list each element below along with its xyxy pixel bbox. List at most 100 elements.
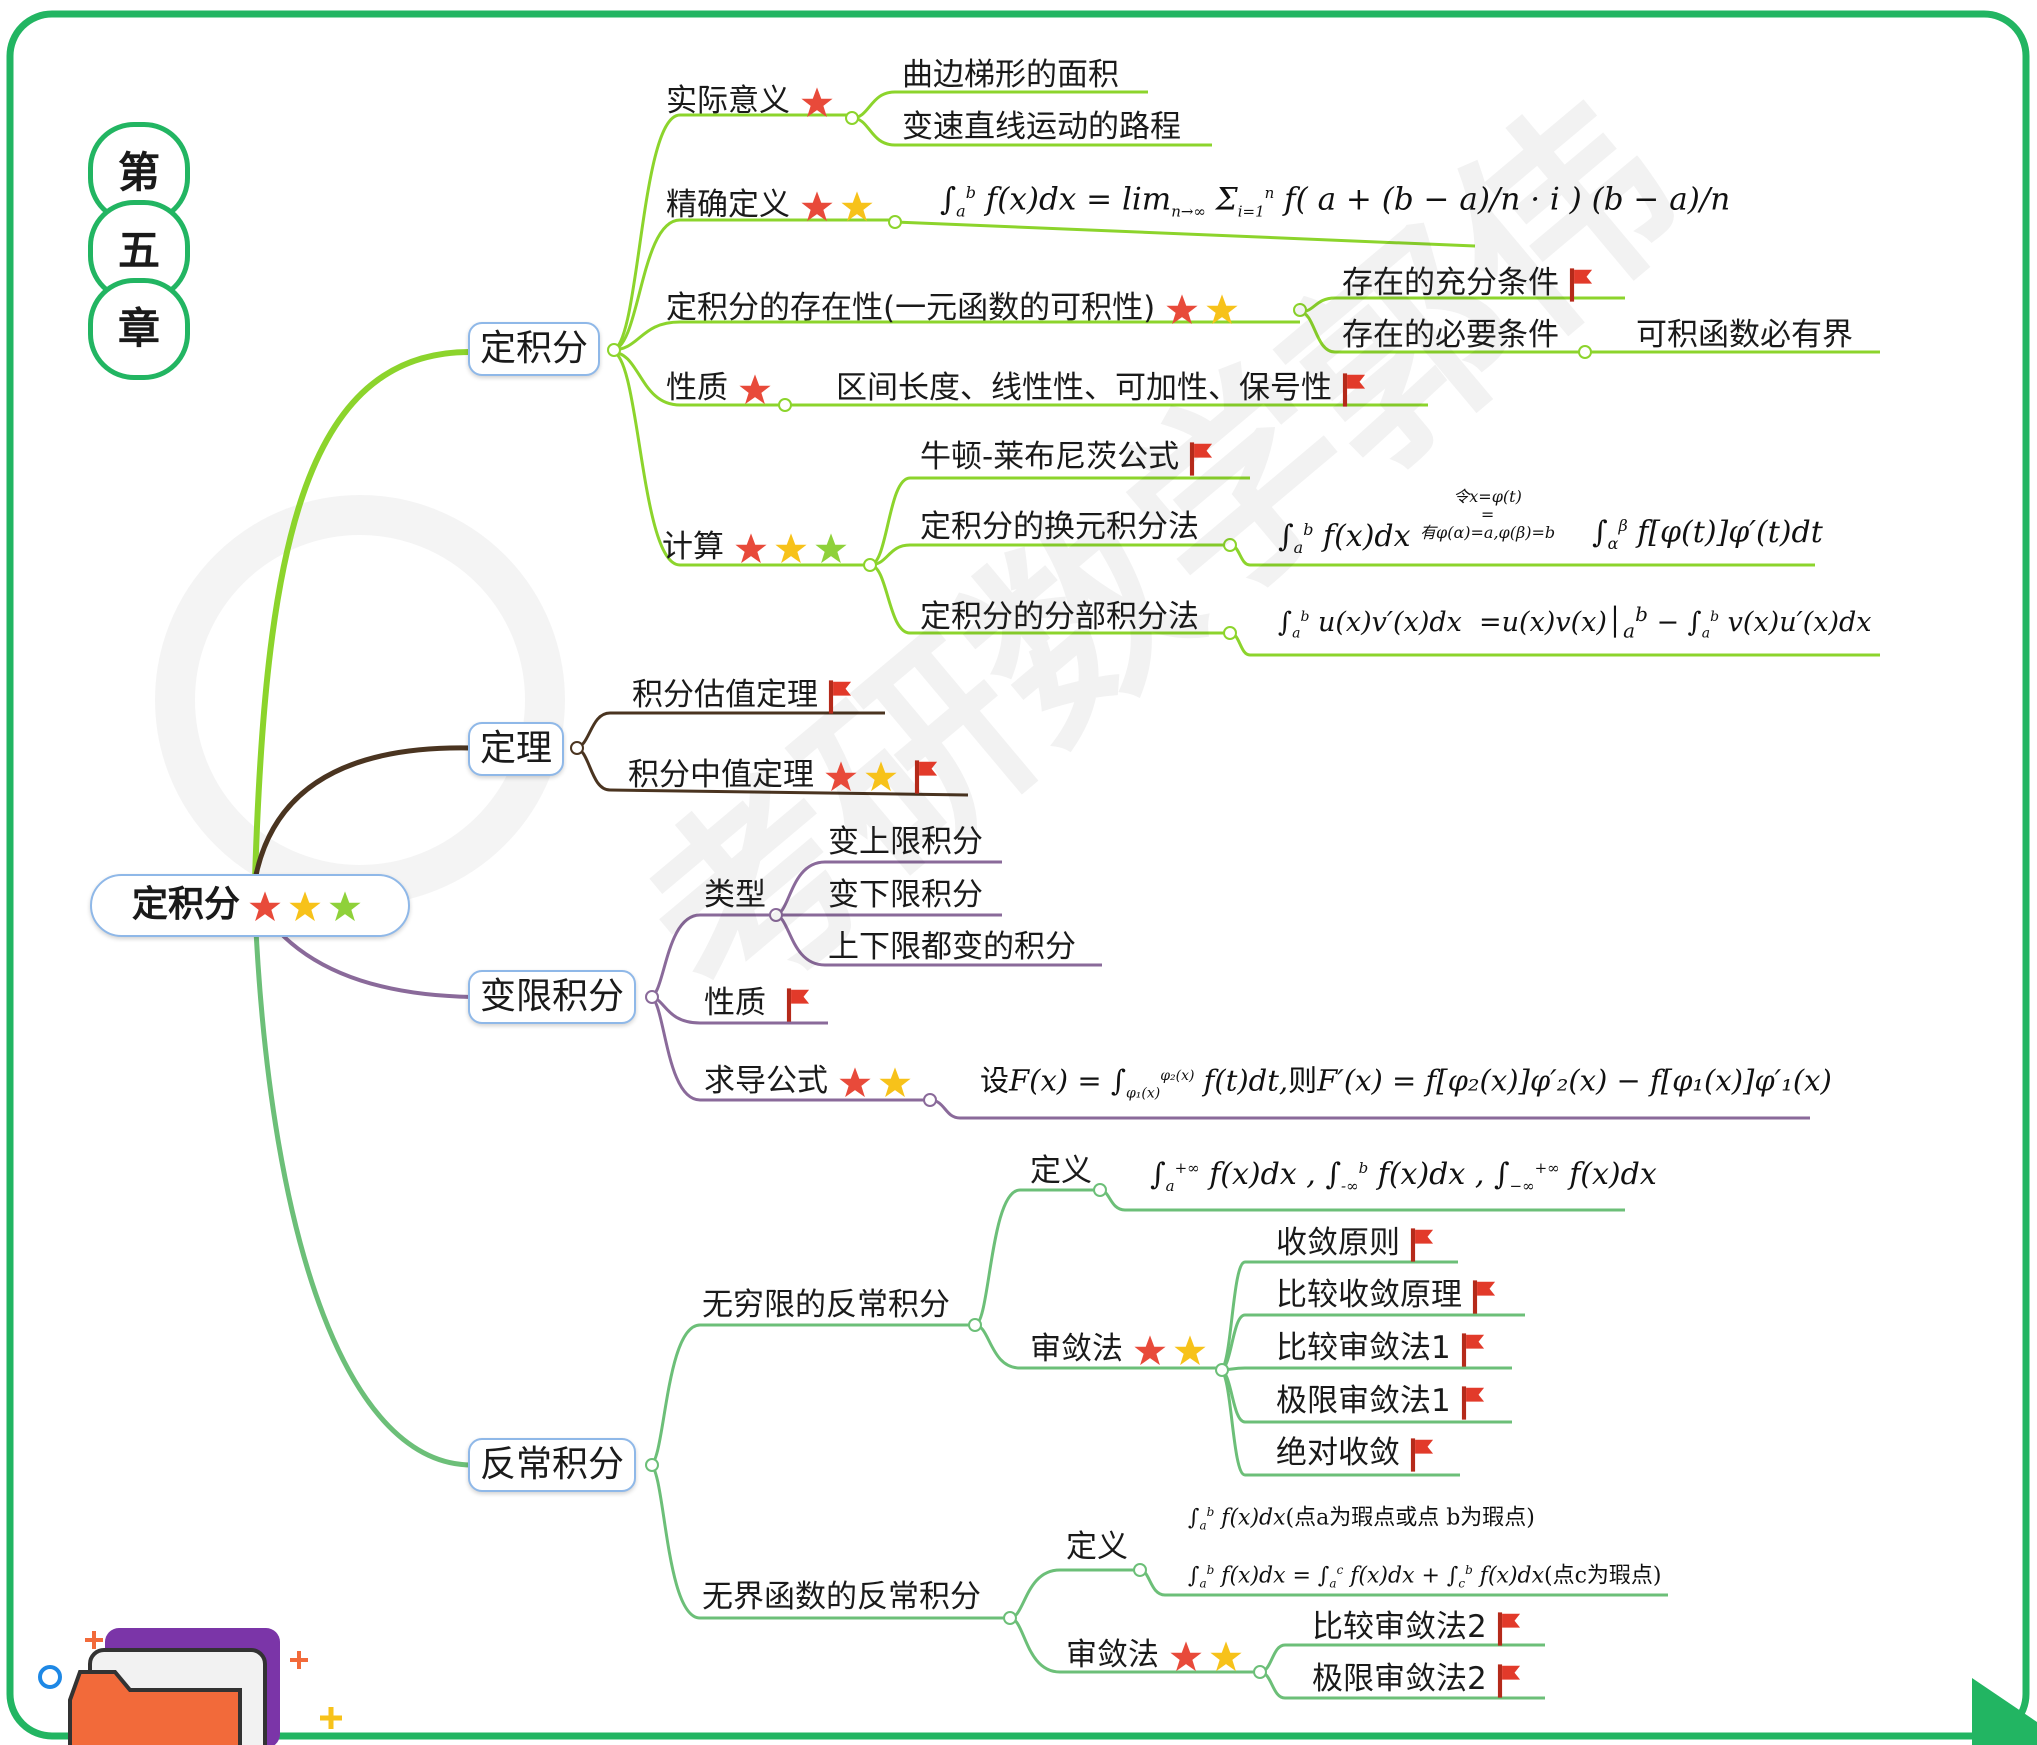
leaf-jixian1-label: 极限审敛法1 [1276, 1383, 1451, 1419]
chapter-char-3: 章 [88, 278, 190, 380]
node-wq-shenlian-label: 审敛法 [1030, 1331, 1123, 1367]
root-label: 定积分 [132, 884, 241, 925]
leaf-xingzhi-text[interactable]: 区间长度、线性性、可加性、保号性 [836, 369, 1368, 408]
node-dingli[interactable]: 定理 [468, 722, 565, 776]
formula-substitution-rhs: ∫αβ f[φ(t)]φ′(t)dt [1592, 515, 1823, 553]
red-star-icon [1166, 293, 1198, 324]
leaf-jixian2[interactable]: 极限审敛法2 [1312, 1660, 1523, 1699]
formula-unbounded-2-note: (点c为瑕点) [1544, 1563, 1662, 1589]
node-qiudao-label: 求导公式 [704, 1063, 828, 1099]
formula-unbounded-2: ∫ab f(x)dx = ∫ac f(x)dx + ∫cb f(x)dx(点c为… [1188, 1563, 1662, 1591]
root-stars [248, 877, 368, 935]
node-dingjifen[interactable]: 定积分 [468, 322, 601, 376]
yellow-star-icon [841, 190, 873, 221]
node-xingzhi[interactable]: 性质 [666, 369, 778, 407]
node-shiji[interactable]: 实际意义 [666, 82, 840, 120]
node-wj-shenlian[interactable]: 审敛法 [1066, 1636, 1249, 1674]
leaf-huanyuan[interactable]: 定积分的换元积分法 [920, 509, 1199, 545]
flag-icon [786, 987, 810, 1022]
yellow-star-icon [1174, 1334, 1206, 1365]
node-bx-xingzhi[interactable]: 性质 [704, 984, 812, 1023]
leaf-guzhi[interactable]: 积分估值定理 [632, 676, 854, 715]
red-star-icon [735, 532, 767, 563]
node-qiudao[interactable]: 求导公式 [704, 1062, 918, 1100]
red-star-icon [801, 190, 833, 221]
flag-icon [1410, 1227, 1434, 1262]
leaf-mianji[interactable]: 曲边梯形的面积 [902, 57, 1119, 93]
leaf-bianxia[interactable]: 变下限积分 [828, 877, 983, 913]
node-wj-dingyi[interactable]: 定义 [1066, 1529, 1128, 1565]
leaf-bijiao1[interactable]: 比较审敛法1 [1276, 1329, 1487, 1368]
node-jisuan[interactable]: 计算 [662, 528, 854, 566]
node-jingque[interactable]: 精确定义 [666, 186, 880, 224]
formula-unbounded-1-note: (点a为瑕点或点 b为瑕点) [1285, 1505, 1535, 1531]
leaf-bijiao2[interactable]: 比较审敛法2 [1312, 1608, 1523, 1647]
leaf-jixian2-label: 极限审敛法2 [1312, 1661, 1487, 1697]
leaf-guzhi-label: 积分估值定理 [632, 677, 818, 713]
flag-icon [1569, 267, 1593, 302]
node-wujie[interactable]: 无界函数的反常积分 [702, 1579, 981, 1615]
leaf-dubian[interactable]: 上下限都变的积分 [828, 929, 1076, 965]
leaf-juedui-label: 绝对收敛 [1276, 1435, 1400, 1471]
node-cunzai-label: 定积分的存在性(一元函数的可积性) [666, 290, 1156, 326]
leaf-jixian1[interactable]: 极限审敛法1 [1276, 1382, 1487, 1421]
leaf-bijiao-yuanli[interactable]: 比较收敛原理 [1276, 1276, 1498, 1315]
watermark-logo [155, 495, 565, 905]
frame-border [6, 10, 2030, 1740]
branch-fanchang [252, 909, 473, 1468]
node-wj-shenlian-label: 审敛法 [1066, 1637, 1159, 1673]
yellow-star-icon [865, 760, 897, 791]
branch-dingli [252, 745, 473, 881]
leaf-biyao[interactable]: 存在的必要条件 [1342, 317, 1559, 353]
yellow-star-icon [879, 1066, 911, 1097]
flag-icon [1461, 1385, 1484, 1420]
formula-unbounded-1: ∫ab f(x)dx(点a为瑕点或点 b为瑕点) [1188, 1505, 1535, 1533]
leaf-bound[interactable]: 可积函数必有界 [1636, 317, 1853, 353]
leaf-bijiao2-label: 比较审敛法2 [1312, 1609, 1487, 1645]
root-node[interactable]: 定积分 [90, 874, 411, 937]
leaf-chongfen-label: 存在的充分条件 [1342, 265, 1559, 301]
node-wq-dingyi[interactable]: 定义 [1030, 1153, 1092, 1189]
red-star-icon [249, 891, 281, 922]
leaf-newton[interactable]: 牛顿-莱布尼茨公式 [920, 438, 1215, 477]
leaf-chongfen[interactable]: 存在的充分条件 [1342, 264, 1595, 303]
red-star-icon [739, 373, 771, 404]
node-cunzai[interactable]: 定积分的存在性(一元函数的可积性) [666, 289, 1245, 327]
node-wuqiong[interactable]: 无穷限的反常积分 [702, 1287, 950, 1323]
formula-definition: ∫ab f(x)dx = limn→∞ Σi=1n f( a + (b − a)… [940, 181, 1731, 221]
flag-icon [1410, 1437, 1434, 1472]
red-star-icon [839, 1066, 871, 1097]
flag-icon [1190, 441, 1213, 476]
flag-icon [1497, 1663, 1520, 1698]
leaf-shoulian-label: 收敛原则 [1276, 1225, 1400, 1261]
node-fanchang[interactable]: 反常积分 [468, 1438, 637, 1492]
formula-infinite: ∫a+∞ f(x)dx , ∫-∞b f(x)dx , ∫−∞+∞ f(x)dx [1150, 1157, 1657, 1195]
yellow-star-icon [1206, 293, 1238, 324]
node-leixing[interactable]: 类型 [704, 877, 766, 913]
node-bx-xingzhi-label: 性质 [704, 985, 766, 1021]
corner-decoration [1972, 1678, 2037, 1745]
node-shiji-label: 实际意义 [666, 83, 790, 119]
leaf-zhongzhi-label: 积分中值定理 [628, 757, 814, 793]
green-star-icon [815, 532, 847, 563]
leaf-zhongzhi[interactable]: 积分中值定理 [628, 756, 940, 795]
leaf-bianshang[interactable]: 变上限积分 [828, 824, 983, 860]
formula-substitution-mid: 令x=φ(t)=有φ(α)=a,φ(β)=b [1420, 487, 1556, 542]
flag-icon [828, 679, 852, 714]
node-bianxian[interactable]: 变限积分 [468, 970, 637, 1024]
node-wq-shenlian[interactable]: 审敛法 [1030, 1330, 1213, 1368]
red-star-icon [801, 86, 833, 117]
formula-derivative: 设F(x) = ∫φ₁(x)φ₂(x) f(t)dt,则F′(x) = f[φ₂… [980, 1063, 1832, 1102]
flag-icon [1497, 1611, 1520, 1646]
flag-icon [1461, 1332, 1484, 1367]
leaf-luchen[interactable]: 变速直线运动的路程 [902, 109, 1181, 145]
formula-substitution: ∫ab f(x)dx [1278, 519, 1411, 557]
leaf-fenbu[interactable]: 定积分的分部积分法 [920, 599, 1199, 635]
yellow-star-icon [775, 532, 807, 563]
leaf-shoulian[interactable]: 收敛原则 [1276, 1224, 1436, 1263]
leaf-bijiao1-label: 比较审敛法1 [1276, 1330, 1451, 1366]
leaf-juedui[interactable]: 绝对收敛 [1276, 1434, 1436, 1473]
flag-icon [1342, 372, 1366, 407]
leaf-newton-label: 牛顿-莱布尼茨公式 [920, 439, 1180, 475]
